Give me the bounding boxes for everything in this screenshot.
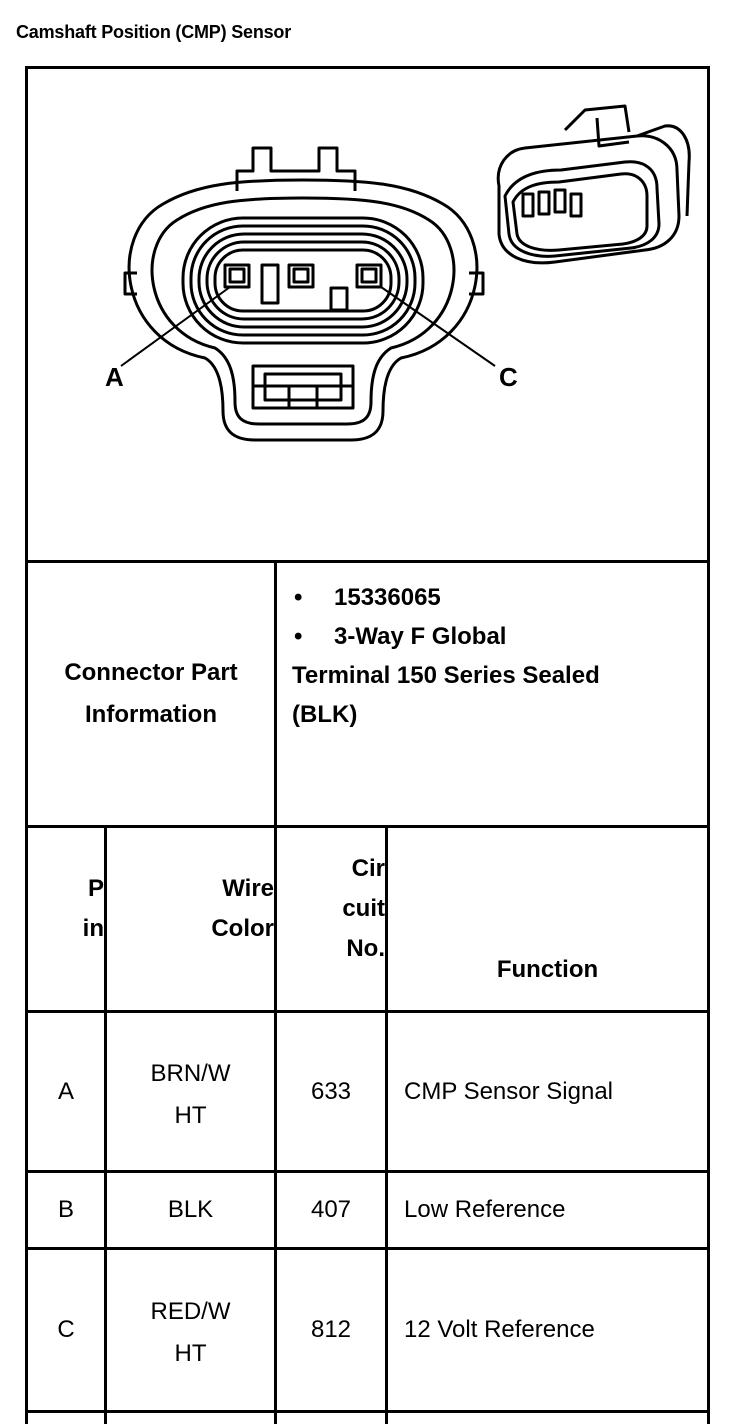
connector-top-tabs: [235, 146, 357, 191]
column-divider: [274, 560, 277, 825]
bullet-icon: •: [294, 584, 303, 611]
callout-leader-a: [120, 286, 231, 367]
part-number: 15336065: [334, 584, 441, 611]
column-divider: [104, 825, 107, 1424]
page-title: Camshaft Position (CMP) Sensor: [16, 22, 292, 42]
header-wire-color: Wire Color: [211, 875, 274, 942]
callout-leader-c: [380, 286, 496, 367]
header-circuit-no: Cir cuit No.: [342, 855, 385, 962]
connector-inner-shell: [150, 196, 456, 426]
terminal-a-inner: [228, 267, 246, 284]
row-divider: [25, 825, 710, 828]
cell-circuit: 407: [310, 1196, 352, 1223]
lock-tab: [251, 364, 355, 410]
cell-pin: C: [57, 1316, 75, 1343]
terminal-c-inner: [360, 267, 378, 284]
connector-description-line1: 3-Way F Global: [334, 623, 507, 650]
seal-ring: [205, 240, 401, 321]
connector-diagram: A C: [105, 104, 691, 442]
seal-ring: [181, 216, 425, 345]
connector-description-line3: (BLK): [292, 701, 358, 728]
seal-ring: [213, 248, 393, 313]
connector-perspective-view: [496, 104, 691, 265]
row-divider: [25, 560, 710, 563]
seal-ring: [197, 232, 409, 329]
connector-table-frame: [25, 66, 710, 1424]
terminal-key: [329, 286, 349, 312]
terminal-b-inner: [292, 267, 310, 284]
list-item: • 15336065: [292, 578, 702, 617]
bullet-icon: •: [294, 623, 303, 650]
cell-pin: B: [57, 1196, 74, 1223]
row-divider: [25, 1410, 710, 1413]
cell-circuit: 812: [310, 1316, 352, 1343]
callout-label-c: C: [499, 362, 518, 392]
terminal-b: [287, 263, 315, 289]
list-item: • 3-Way F Global: [292, 617, 702, 656]
seal-ring: [189, 224, 417, 337]
cell-circuit: 633: [310, 1077, 352, 1105]
connector-info-label-line1: Connector Part: [64, 659, 238, 686]
cell-pin: A: [57, 1077, 74, 1105]
callout-label-a: A: [105, 362, 124, 392]
terminal-a: [223, 263, 251, 289]
column-divider: [274, 825, 277, 1424]
cell-function: Low Reference: [404, 1196, 566, 1223]
connector-description-line2: Terminal 150 Series Sealed: [292, 662, 600, 689]
header-function: Function: [496, 956, 599, 983]
cell-function: 12 Volt Reference: [404, 1316, 595, 1343]
terminal-key: [260, 263, 280, 305]
header-pin: P in: [82, 875, 104, 942]
cell-wire-color: RED/W HT: [150, 1298, 231, 1367]
cell-wire-color: BRN/W HT: [150, 1059, 231, 1129]
cell-function: CMP Sensor Signal: [404, 1077, 613, 1105]
connector-info-label: Connector Part Information: [28, 563, 274, 825]
cell-wire-color: BLK: [167, 1196, 214, 1223]
row-divider: [25, 1010, 710, 1013]
terminal-c: [355, 263, 383, 289]
column-divider: [385, 825, 388, 1424]
connector-left-ear: [123, 271, 137, 296]
row-divider: [25, 1247, 710, 1250]
connector-info-label-line2: Information: [85, 701, 217, 728]
row-divider: [25, 1170, 710, 1173]
connector-outer-shell: [127, 178, 479, 442]
connector-info-details: • 15336065 • 3-Way F Global Terminal 150…: [292, 578, 702, 734]
